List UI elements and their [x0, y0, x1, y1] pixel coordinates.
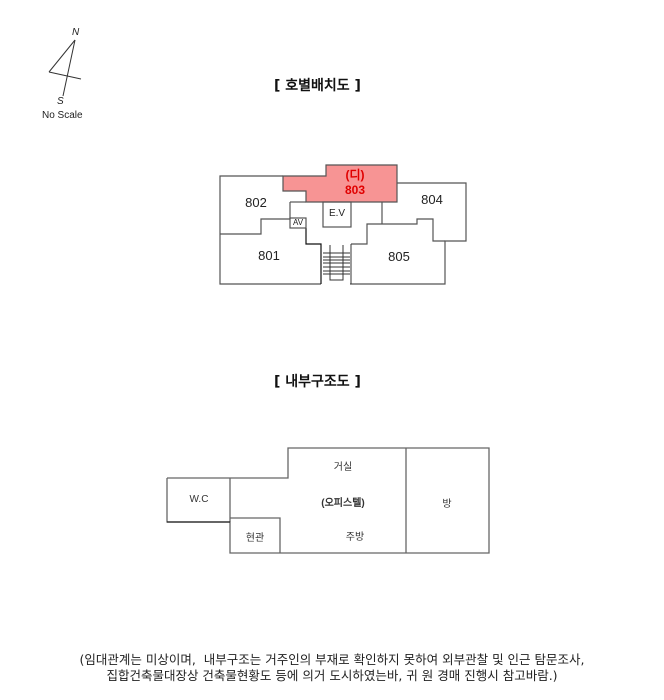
south-label: S: [57, 96, 64, 107]
elevator-box: [322, 201, 352, 228]
kitchen-label: 주방: [345, 532, 365, 543]
unit-803-tag: (디): [345, 168, 365, 182]
internal-layout-title: [ 내부구조도 ]: [274, 374, 361, 390]
unit-801-label: 801: [258, 248, 280, 263]
footnote-line-1: (임대관계는 미상이며, 내부구조는 거주인의 부재로 확인하지 못하여 외부관…: [79, 652, 585, 667]
av-box: [289, 217, 307, 229]
entrance-label: 현관: [245, 533, 265, 544]
unit-803-label: 803: [344, 183, 366, 197]
unit-layout-title: [ 호별배치도 ]: [274, 78, 361, 94]
av-label: AV: [292, 218, 304, 227]
unit-802-label: 802: [245, 195, 267, 210]
north-label: N: [72, 27, 80, 38]
living-room-label: 거실: [333, 462, 353, 473]
compass-icon: [48, 39, 82, 97]
bathroom-label: W.C: [189, 494, 209, 505]
unit-804-label: 804: [421, 192, 443, 207]
elevator-label: E.V: [328, 208, 346, 219]
scale-label: No Scale: [42, 110, 83, 121]
bedroom-label: 방: [442, 499, 452, 510]
footnote-line-2: 집합건축물대장상 건축물현황도 등에 의거 도시하였는바, 귀 원 경매 진행시…: [106, 668, 558, 683]
unit-type-label: (오피스텔): [321, 498, 365, 509]
stairs-icon: [323, 244, 352, 284]
internal-layout-plan: [166, 447, 490, 554]
unit-layout-plan: [219, 164, 467, 285]
unit-803-area: [282, 164, 398, 203]
unit-805-label: 805: [388, 249, 410, 264]
